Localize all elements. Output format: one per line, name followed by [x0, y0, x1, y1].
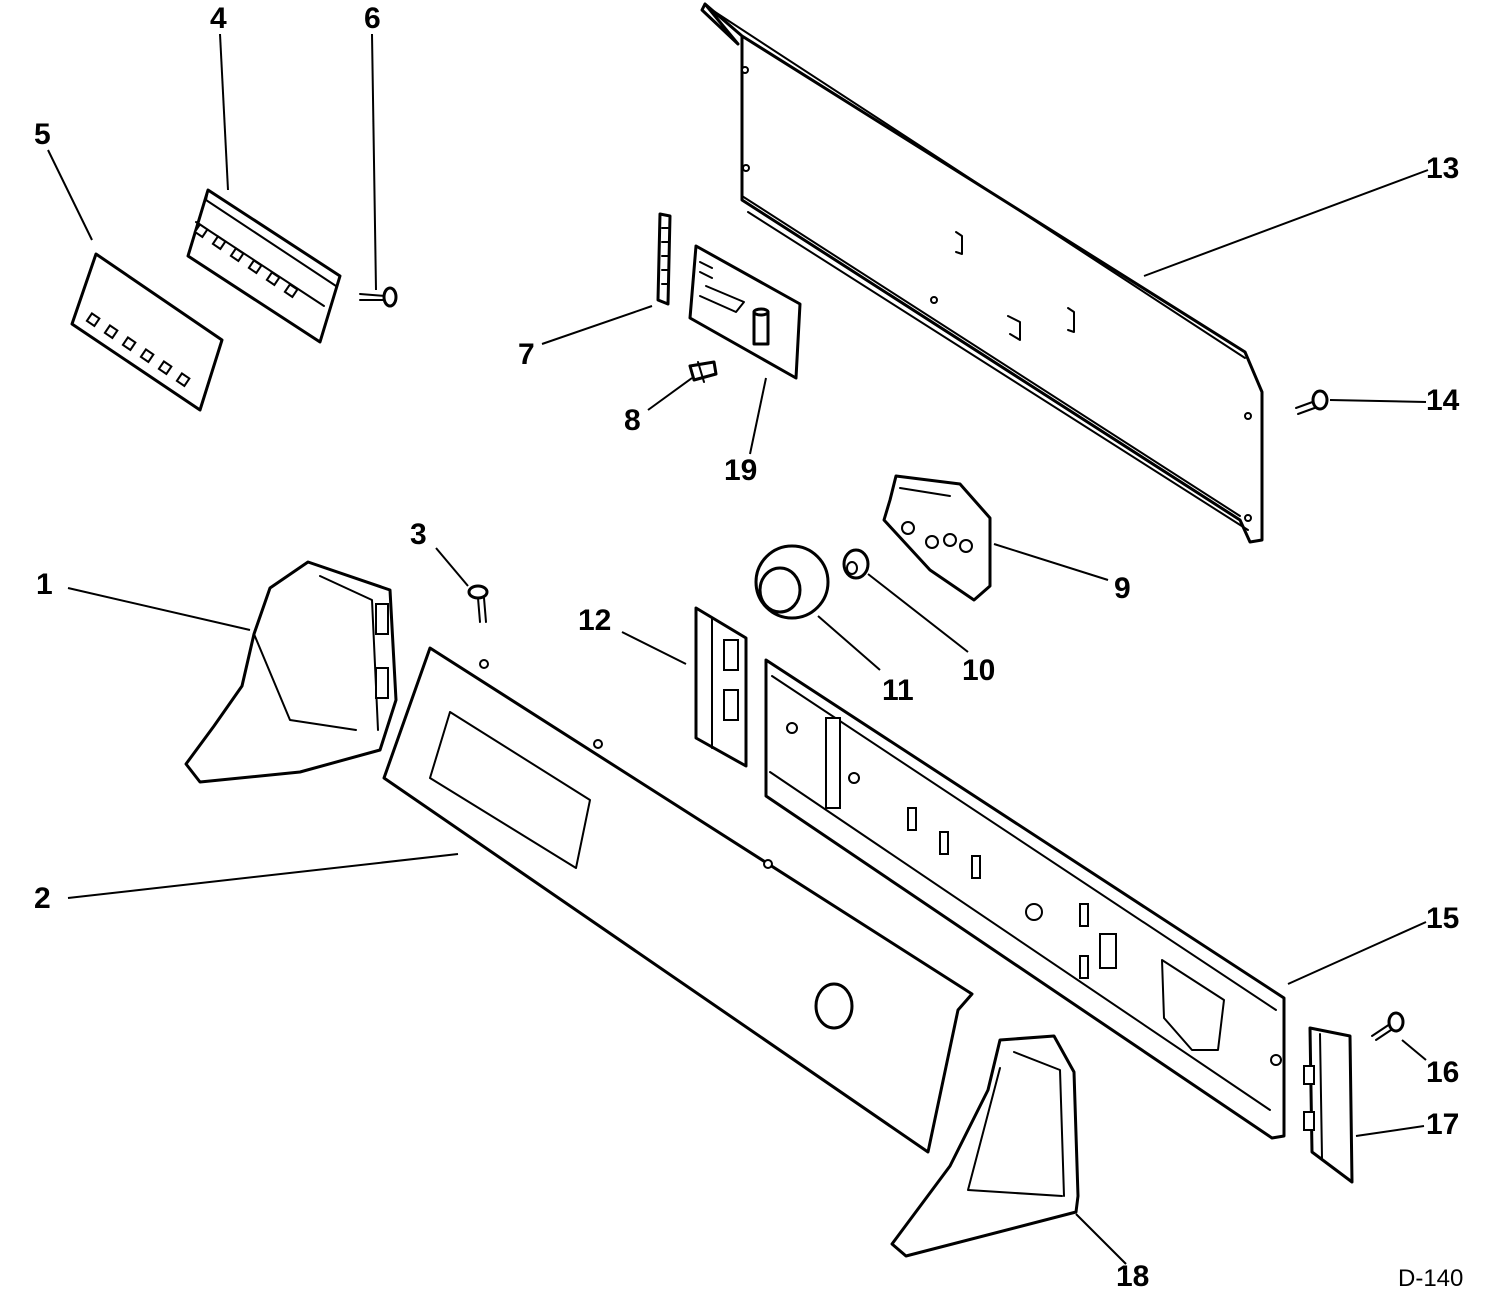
callout-12: 12 — [578, 604, 611, 637]
callout-17: 17 — [1426, 1108, 1459, 1141]
leader-15 — [1287, 921, 1427, 985]
part-16-screw — [1371, 1011, 1405, 1041]
callout-16: 16 — [1426, 1056, 1459, 1089]
leader-10 — [867, 573, 969, 653]
leader-1 — [67, 587, 251, 631]
part-2-front-panel — [382, 646, 974, 1154]
callout-13: 13 — [1426, 152, 1459, 185]
part-3-screw — [467, 584, 489, 623]
part-14-screw — [1295, 389, 1329, 415]
callout-9: 9 — [1114, 572, 1131, 605]
leader-3 — [435, 547, 469, 587]
callout-11: 11 — [882, 674, 914, 707]
part-7-connector — [656, 212, 672, 306]
leader-lines — [47, 33, 1429, 1265]
leader-9 — [993, 543, 1109, 581]
leader-16 — [1401, 1039, 1427, 1061]
leader-11 — [817, 615, 881, 671]
callout-14: 14 — [1426, 384, 1460, 417]
callout-1: 1 — [36, 568, 53, 601]
part-8-clip — [688, 360, 718, 383]
part-18-right-end-cap — [890, 1034, 1080, 1258]
callout-labels: 1 2 3 4 5 6 7 8 9 10 11 12 13 14 15 16 1… — [34, 2, 1463, 1293]
leader-18 — [1075, 1213, 1127, 1265]
leader-13 — [1143, 169, 1429, 277]
callout-19: 19 — [724, 454, 757, 487]
leader-6 — [371, 33, 377, 291]
part-9-timer — [882, 474, 992, 602]
leader-5 — [47, 149, 93, 241]
part-19-circuit-board — [688, 244, 802, 380]
callout-6: 6 — [364, 2, 381, 35]
part-15-control-frame — [764, 658, 1286, 1140]
leader-17 — [1355, 1125, 1425, 1137]
leader-2 — [67, 853, 459, 899]
part-11-knob — [754, 544, 830, 620]
leader-14 — [1329, 399, 1427, 403]
leader-7 — [541, 305, 653, 345]
part-17-right-bracket — [1303, 1026, 1354, 1184]
leader-12 — [621, 631, 687, 665]
diagram-code: D-140 — [1398, 1265, 1463, 1292]
callout-18: 18 — [1116, 1260, 1149, 1293]
part-6-screw — [359, 286, 398, 308]
callout-3: 3 — [410, 518, 427, 551]
part-5-keypad-overlay — [70, 252, 224, 412]
callout-10: 10 — [962, 654, 995, 687]
leader-8 — [647, 377, 693, 411]
callout-4: 4 — [210, 2, 227, 35]
part-10-spacer — [842, 548, 870, 580]
callout-8: 8 — [624, 404, 641, 437]
leader-19 — [749, 377, 767, 455]
callout-7: 7 — [518, 338, 535, 371]
leader-4 — [219, 33, 229, 191]
callout-5: 5 — [34, 118, 51, 151]
callout-2: 2 — [34, 882, 51, 915]
part-4-keypad-frame — [186, 188, 342, 344]
callout-15: 15 — [1426, 902, 1459, 935]
part-13-rear-panel — [700, 2, 1264, 544]
part-1-left-end-cap — [184, 560, 398, 784]
part-12-bracket — [694, 606, 748, 768]
